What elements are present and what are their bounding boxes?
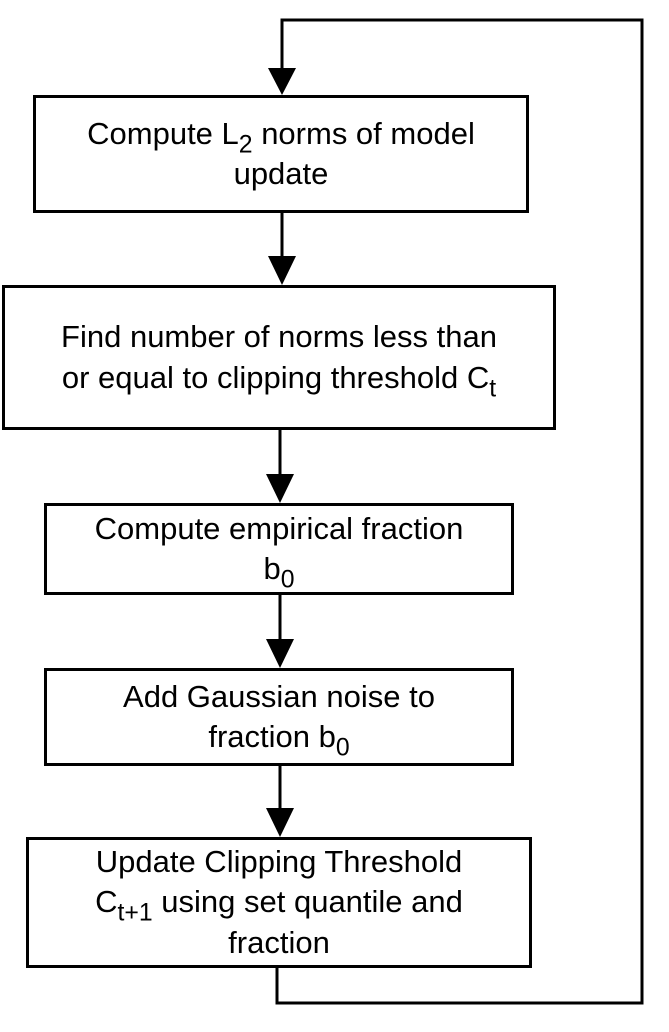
text-segment: norms of model: [252, 115, 475, 151]
text-segment: C: [95, 884, 118, 920]
text-segment: using set quantile and: [152, 884, 463, 920]
text-segment: Compute L: [87, 115, 239, 151]
arrow-4-head: [266, 808, 294, 837]
empirical-fraction-text: Compute empirical fraction b0: [94, 509, 464, 593]
text-segment: Add Gaussian noise to: [123, 678, 435, 714]
arrow-1-head: [268, 256, 296, 285]
text-segment: Update Clipping Threshold: [95, 844, 463, 880]
feedback-loop-line: [275, 18, 644, 1005]
text-segment: b: [263, 551, 281, 586]
subscript: t: [489, 375, 497, 403]
empirical-fraction-box: Compute empirical fraction b0: [44, 503, 514, 595]
add-noise-box: Add Gaussian noise to fraction b0: [44, 668, 514, 766]
compute-norms-box: Compute L2 norms of model update: [33, 95, 529, 213]
arrow-2-head: [266, 474, 294, 503]
text-segment: update: [233, 156, 329, 191]
add-noise-text: Add Gaussian noise to fraction b0: [123, 677, 435, 761]
find-count-box: Find number of norms less than or equal t…: [2, 285, 556, 430]
text-segment: fraction: [228, 924, 330, 960]
arrow-3-head: [266, 639, 294, 668]
subscript: 0: [335, 734, 350, 762]
find-count-text: Find number of norms less than or equal t…: [61, 317, 497, 401]
compute-norms-text: Compute L2 norms of model update: [87, 114, 475, 195]
subscript: t+1: [117, 900, 153, 928]
text-segment: Compute empirical fraction: [94, 510, 464, 546]
text-segment: fraction b: [208, 719, 336, 754]
text-segment: Find number of norms less than: [61, 319, 497, 355]
loop-arrowhead: [268, 68, 296, 95]
text-segment: or equal to clipping threshold C: [61, 359, 490, 395]
subscript: 2: [238, 131, 253, 159]
subscript: 0: [280, 566, 295, 594]
